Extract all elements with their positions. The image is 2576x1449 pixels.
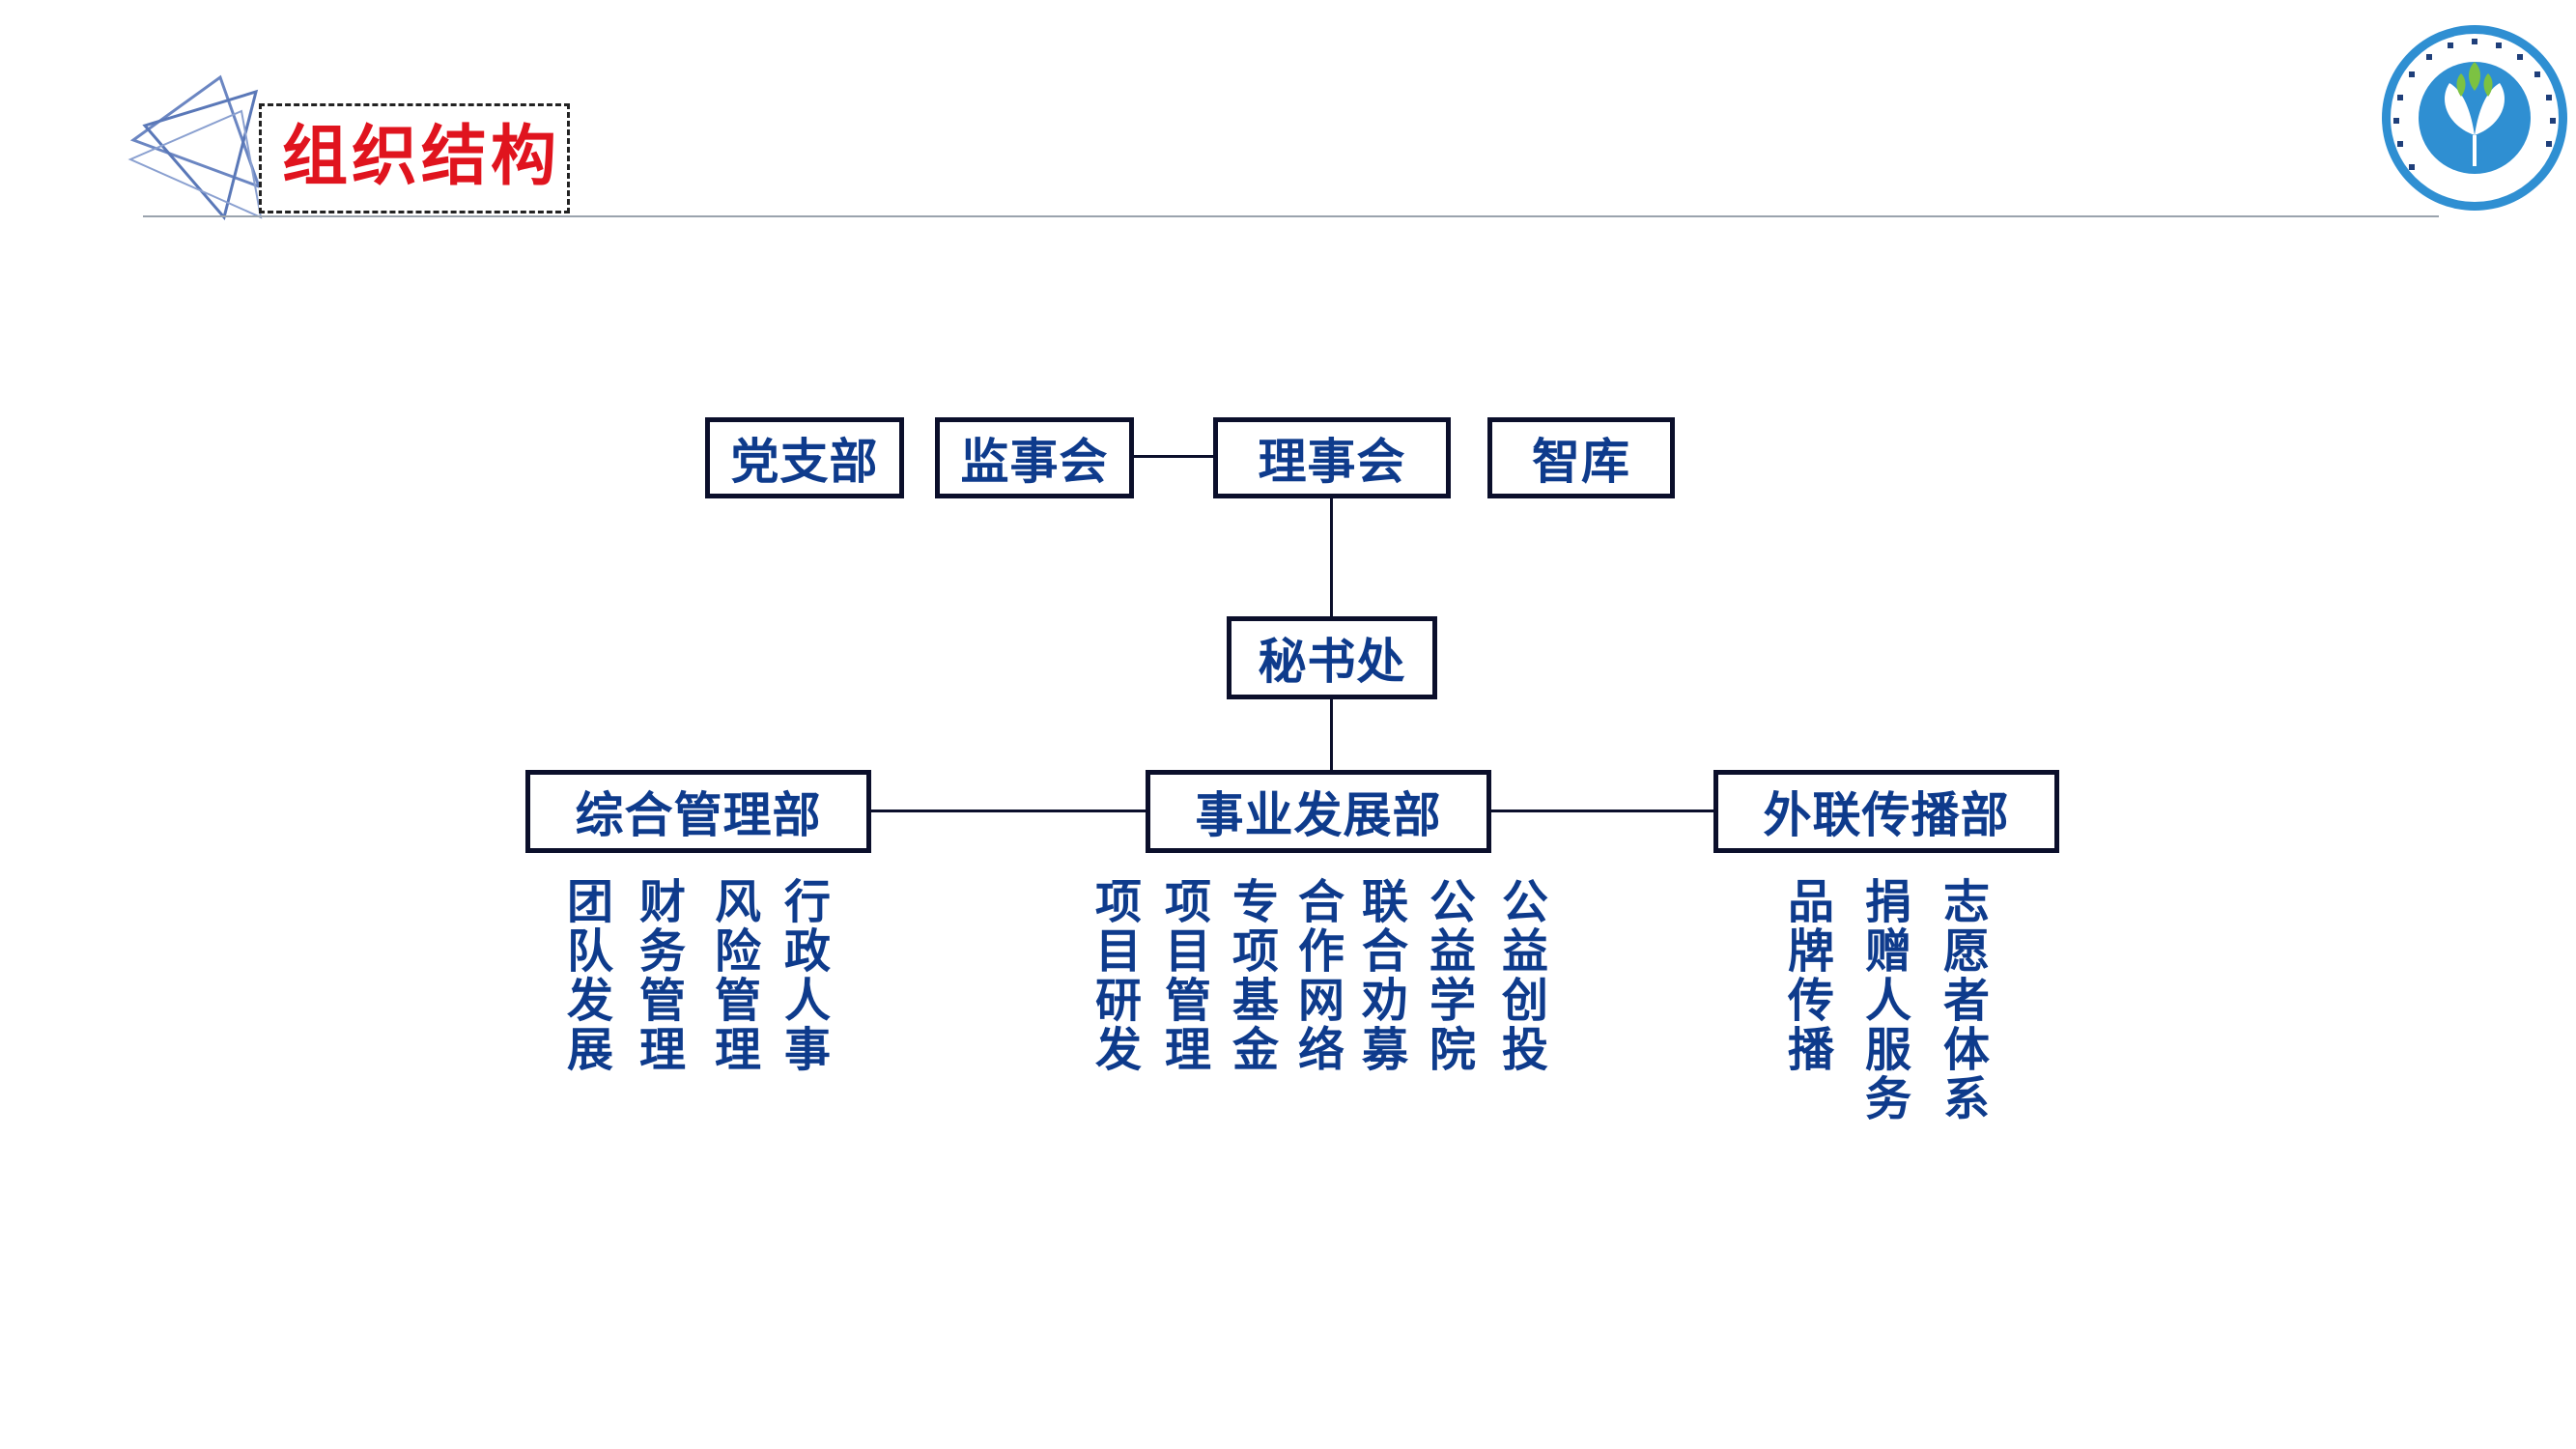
function-venture-philanthropy: 公益创投 (1501, 875, 1548, 1077)
function-volunteer-system: 志愿者体系 (1942, 875, 1990, 1126)
node-business-development-dept: 事业发展部 (1146, 770, 1491, 853)
function-donor-services: 捐赠人服务 (1864, 875, 1911, 1126)
function-team-development: 团队发展 (566, 875, 613, 1077)
connector-secretariat-departments (1330, 698, 1333, 772)
page-title: 组织结构 (282, 119, 561, 195)
function-risk-management: 风险管理 (714, 875, 761, 1077)
node-think-tank: 智库 (1487, 417, 1675, 498)
function-brand-communication: 品牌传播 (1787, 875, 1834, 1077)
title-frame (259, 103, 570, 213)
node-party-branch: 党支部 (705, 417, 904, 498)
function-finance-management: 财务管理 (638, 875, 686, 1077)
node-supervisory-board: 监事会 (935, 417, 1134, 498)
node-external-communications-dept: 外联传播部 (1713, 770, 2059, 853)
node-secretariat: 秘书处 (1227, 616, 1437, 699)
node-general-management-dept: 综合管理部 (525, 770, 871, 853)
connector-supervisory-board (1132, 455, 1215, 458)
function-cooperation-network: 合作网络 (1297, 875, 1345, 1077)
function-project-rnd: 项目研发 (1094, 875, 1142, 1077)
connector-board-secretariat (1330, 497, 1333, 618)
function-public-welfare-academy: 公益学院 (1429, 875, 1476, 1077)
connector-right-department (1489, 810, 1715, 812)
organization-logo (2382, 25, 2567, 211)
connector-left-department (869, 810, 1147, 812)
function-joint-fundraising: 联合劝募 (1361, 875, 1408, 1077)
header-divider (143, 215, 2439, 217)
function-project-management: 项目管理 (1164, 875, 1211, 1077)
decorative-triangles-icon (127, 74, 263, 221)
node-board-of-directors: 理事会 (1213, 417, 1451, 498)
function-admin-hr: 行政人事 (783, 875, 831, 1077)
function-special-fund: 专项基金 (1231, 875, 1279, 1077)
